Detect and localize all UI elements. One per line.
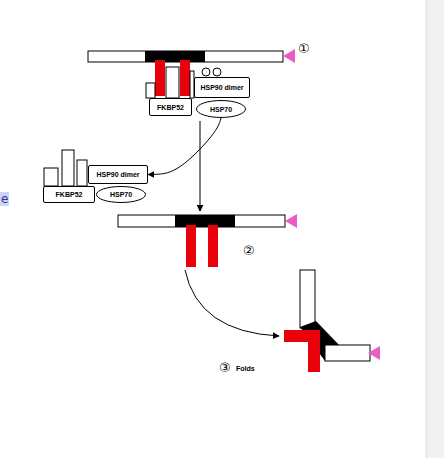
oval-shape: [97, 187, 146, 203]
chaperone-part: [62, 150, 74, 186]
pink-terminal: [368, 346, 380, 360]
small-circle: [202, 68, 210, 76]
callout-number: ②: [243, 244, 255, 257]
red-segment: [308, 330, 320, 372]
receptor-arm: [300, 270, 315, 328]
protein-name: FKBP52: [157, 104, 184, 111]
receptor-arm: [325, 345, 370, 361]
callout-number: ③: [219, 361, 231, 374]
red-segment: [186, 225, 196, 267]
side-panel: [426, 0, 444, 458]
chaperone-part: [77, 160, 87, 186]
chaperone-part: [166, 67, 179, 98]
callout-number: ①: [298, 42, 310, 55]
protein-oval: HSP70: [96, 186, 146, 203]
panel-edge: [426, 0, 427, 458]
protein-name: HSP90 dimer: [200, 84, 243, 91]
small-circle: [213, 68, 221, 76]
red-segment: [180, 60, 190, 96]
step-label: Folds: [236, 365, 255, 372]
protein-name: HSP90 dimer: [96, 171, 139, 178]
release-arrow: [148, 118, 221, 175]
cut-text: e: [0, 192, 9, 206]
chaperone-part: [44, 168, 58, 186]
red-segment: [155, 60, 165, 96]
chaperone-part: [146, 83, 155, 98]
protein-box: FKBP52: [43, 186, 95, 203]
binding-domain: [145, 51, 205, 62]
red-segment: [208, 225, 218, 267]
protein-name: FKBP52: [56, 191, 83, 198]
down-arrow: [200, 121, 201, 211]
protein-box: HSP90 dimer: [88, 165, 148, 184]
oval-shape: [197, 101, 246, 118]
fold-arrow: [185, 270, 279, 336]
protein-oval: HSP70: [196, 100, 246, 118]
protein-name: HSP70: [110, 191, 132, 198]
receptor-bar: [118, 215, 285, 227]
protein-box: HSP90 dimer: [194, 77, 250, 98]
pink-terminal: [285, 214, 297, 228]
binding-domain: [175, 215, 235, 227]
protein-name: HSP70: [210, 106, 232, 113]
pink-terminal: [283, 49, 295, 63]
protein-box: FKBP52: [149, 98, 192, 116]
